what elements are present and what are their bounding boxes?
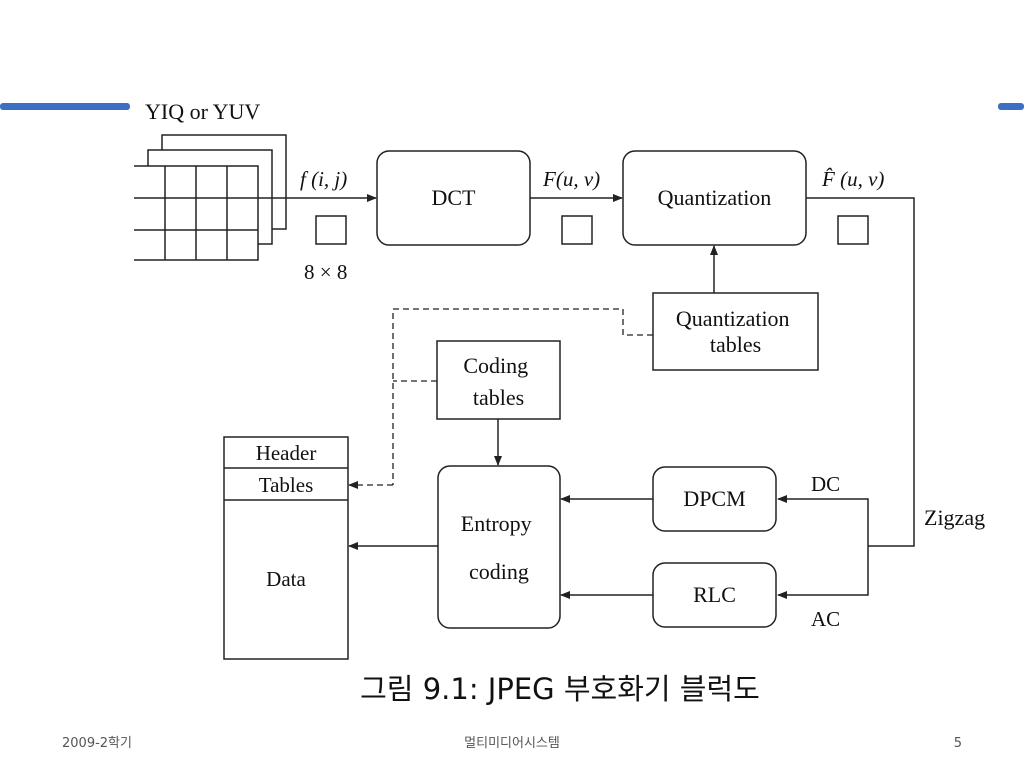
image-plane-front [134,165,259,261]
accent-bar-left [0,103,130,110]
block-symbol-dct [561,215,593,245]
entropy-coding-block [437,465,561,629]
slide-accent-bars [0,103,1024,110]
input-color-space-label: YIQ or YUV [145,99,260,124]
coding-tables-line-1: Coding [463,353,528,378]
dct-label: DCT [432,185,477,210]
footer-course-title: 멀티미디어시스템 [464,736,560,751]
output-header-label: Header [256,441,317,465]
signal-Fhat-label: F̂ (u, v) [821,167,884,191]
block-symbol-quantized [837,215,869,245]
output-tables-label: Tables [259,473,314,497]
entropy-coding-label: Entropy coding [461,511,537,584]
quantization-tables-line-1: Quantization [676,306,790,331]
quantization-tables-block [652,292,819,371]
entropy-coding-line-1: Entropy [461,511,532,536]
quantization-tables-line-2: tables [710,332,761,357]
ac-label: AC [811,607,840,631]
entropy-coding-line-2: coding [469,559,529,584]
coding-tables-line-2: tables [473,385,524,410]
image-block-stack [134,134,287,261]
zigzag-path [806,197,915,547]
dc-branch [777,495,869,546]
quantization-tables-label: Quantization tables [676,306,795,357]
figure-caption: 그림 9.1: JPEG 부호화기 블럭도 [360,672,760,706]
signal-f-label: f (i, j) [300,167,347,191]
coding-tables-block [436,340,561,420]
footer-page-number: 5 [954,736,962,751]
signal-F-label: F(u, v) [542,167,600,191]
rlc-label: RLC [693,582,736,607]
zigzag-label: Zigzag [924,505,985,530]
output-bitstream: Header Tables Data [223,436,349,660]
coding-tables-label: Coding tables [463,353,533,410]
quantization-label: Quantization [658,185,772,210]
block-symbol-input [315,215,347,245]
dc-label: DC [811,472,840,496]
dpcm-label: DPCM [683,486,745,511]
dashed-quant-tables-path [392,308,653,485]
accent-bar-right [998,103,1024,110]
output-data-label: Data [266,567,306,591]
block-size-label: 8 × 8 [304,260,347,284]
ac-branch [777,546,869,599]
footer-semester: 2009-2학기 [62,736,132,751]
